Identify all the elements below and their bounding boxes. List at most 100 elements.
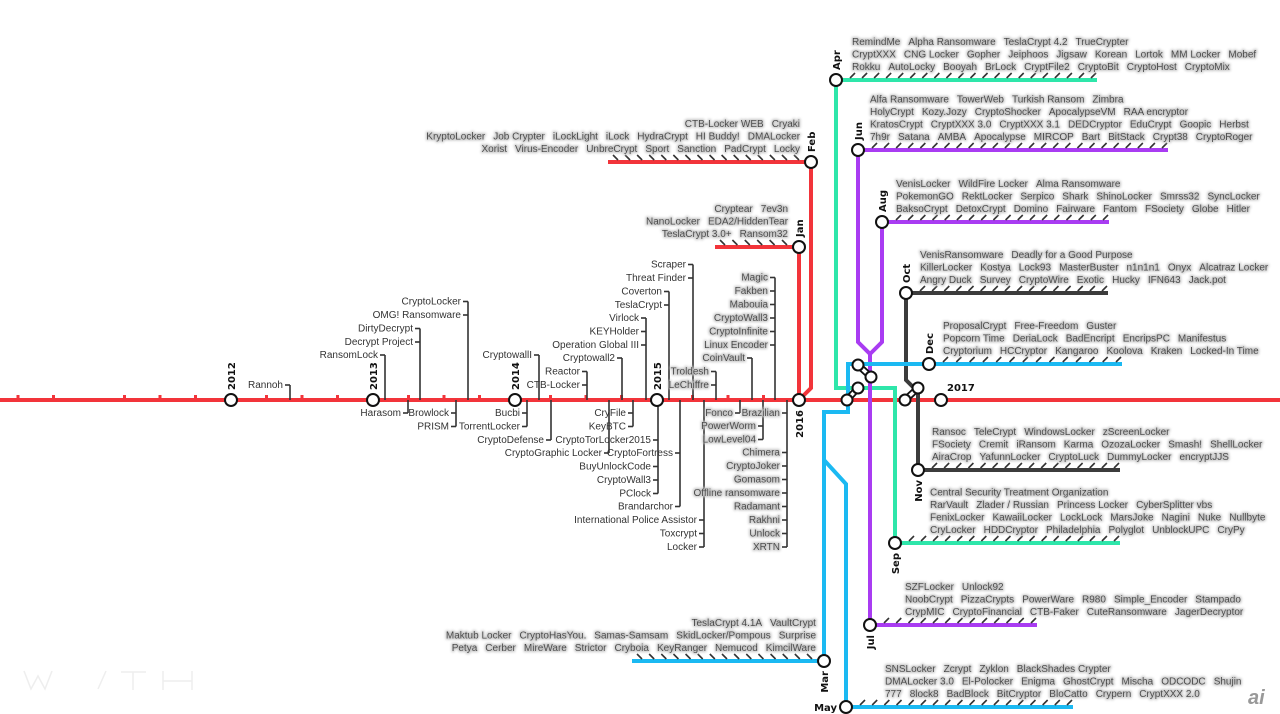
branch-label: WildFire Locker — [959, 179, 1029, 190]
branch-tick — [1052, 285, 1060, 292]
branch-label: KratosCrypt — [870, 120, 923, 131]
branch-tick — [1113, 142, 1120, 149]
branch-tick — [871, 142, 878, 149]
interchange — [898, 381, 925, 407]
branch-label: Job Crypter — [493, 132, 545, 143]
branch-label: EduCrypt — [1130, 120, 1172, 131]
branch-tick — [1018, 617, 1025, 624]
branch-tick — [648, 653, 655, 660]
event-label: CryptoGraphic Locker — [505, 448, 603, 459]
branch-tick — [1017, 699, 1024, 706]
event-label: Browlock — [408, 408, 450, 419]
branch-label: CyberSplitter vbs — [1136, 500, 1212, 511]
branch-tick — [944, 535, 951, 542]
event-label: Reactor — [545, 367, 581, 378]
branch-tick — [612, 154, 619, 161]
branch-label: KawaiiLocker — [993, 513, 1053, 524]
branch-label: Cryaki — [772, 119, 800, 130]
branch-tick — [967, 285, 975, 292]
branch-label: TeslaCrypt 4.2 — [1004, 37, 1068, 48]
branch-tick — [1004, 285, 1011, 292]
branch-label: YafunnLocker — [980, 452, 1042, 463]
branch-label: n1n1n1 — [1127, 263, 1161, 274]
branch-label: Ransoc — [932, 427, 966, 438]
branch-tick — [1004, 462, 1011, 469]
branch-label: TeleCrypt — [974, 427, 1016, 438]
branch-tick — [1101, 462, 1108, 469]
station-label: Jan — [795, 219, 806, 238]
branch-label: Guster — [1086, 321, 1117, 332]
branch-tick — [931, 462, 938, 469]
branch-tick — [1048, 356, 1056, 363]
branch-label: CryptFile2 — [1024, 62, 1070, 73]
branch-tick — [931, 214, 939, 221]
station-sep — [888, 536, 902, 550]
branch-label: Rokku — [852, 62, 880, 73]
branch-tick — [955, 356, 962, 363]
branch-label: Locked-In Time — [1190, 346, 1259, 357]
branch-tick — [660, 653, 667, 660]
station-label: Dec — [925, 333, 936, 354]
branch-label: SkidLocker/Pompous — [676, 631, 771, 642]
branch-tick — [895, 699, 903, 706]
branch-label: Alpha Ransomware — [908, 37, 996, 48]
branch-tick — [968, 214, 975, 221]
event-label: Brazilian — [742, 408, 780, 419]
branch-tick — [993, 617, 1000, 624]
branch-label: Surprise — [779, 631, 817, 642]
branch-tick — [1113, 462, 1120, 469]
branch-tick — [721, 154, 728, 161]
branch-label: Survey — [980, 275, 1011, 286]
branch-tick — [1030, 72, 1037, 79]
event-label: CryFile — [594, 408, 626, 419]
branch-tick — [1113, 535, 1120, 542]
station-oct — [899, 286, 913, 300]
branch-label: Strictor — [575, 643, 607, 654]
event-group: CryptoGraphic Locker — [505, 400, 610, 459]
branch-label: ShinoLocker — [1096, 192, 1152, 203]
year-label: 2012 — [227, 362, 238, 390]
branch-label: Zcrypt — [944, 664, 972, 675]
event-label: CryptoFortress — [607, 448, 673, 459]
station-2017 — [934, 393, 948, 407]
station-aug — [875, 215, 889, 229]
branch-label: Alfa Ransomware — [870, 95, 949, 106]
event-label: Coverton — [621, 287, 662, 298]
station-mar — [817, 654, 831, 668]
branch-tick — [968, 535, 975, 542]
branch-tick — [757, 653, 764, 660]
branch-label: CryptoLuck — [1048, 452, 1100, 463]
branch-tick — [932, 699, 939, 706]
branch-label: CryptoHost — [1127, 62, 1177, 73]
event-group: BrazilianChimeraCryptoJokerGomasomOfflin… — [693, 400, 788, 553]
station-label: Sep — [891, 553, 902, 574]
branch-label: DEDCryptor — [1068, 120, 1123, 131]
event-label: Chimera — [742, 448, 780, 459]
branch-label: Stampado — [1195, 595, 1241, 606]
branch-label: Enigma — [1021, 677, 1055, 688]
branch-label: 777 — [885, 689, 902, 700]
branch-label: MireWare — [524, 643, 567, 654]
branch-label: Nuke — [1198, 513, 1222, 524]
branch-tick — [859, 699, 866, 706]
event-label: Fonco — [705, 408, 733, 419]
branch-label: RAA encryptor — [1124, 107, 1189, 118]
branch-tick — [895, 142, 902, 149]
branch-tick — [981, 617, 988, 624]
event-label: CryptoDefense — [477, 435, 544, 446]
branch-label: Lock93 — [1019, 263, 1052, 274]
branch-tick — [883, 142, 890, 149]
withsecure-logo — [23, 670, 193, 691]
station-label: Jul — [866, 635, 877, 650]
branch-label: Popcorn Time — [943, 334, 1005, 345]
event-label: PClock — [619, 489, 652, 500]
branch-tick — [895, 214, 902, 221]
event-label: Rannoh — [248, 380, 283, 391]
